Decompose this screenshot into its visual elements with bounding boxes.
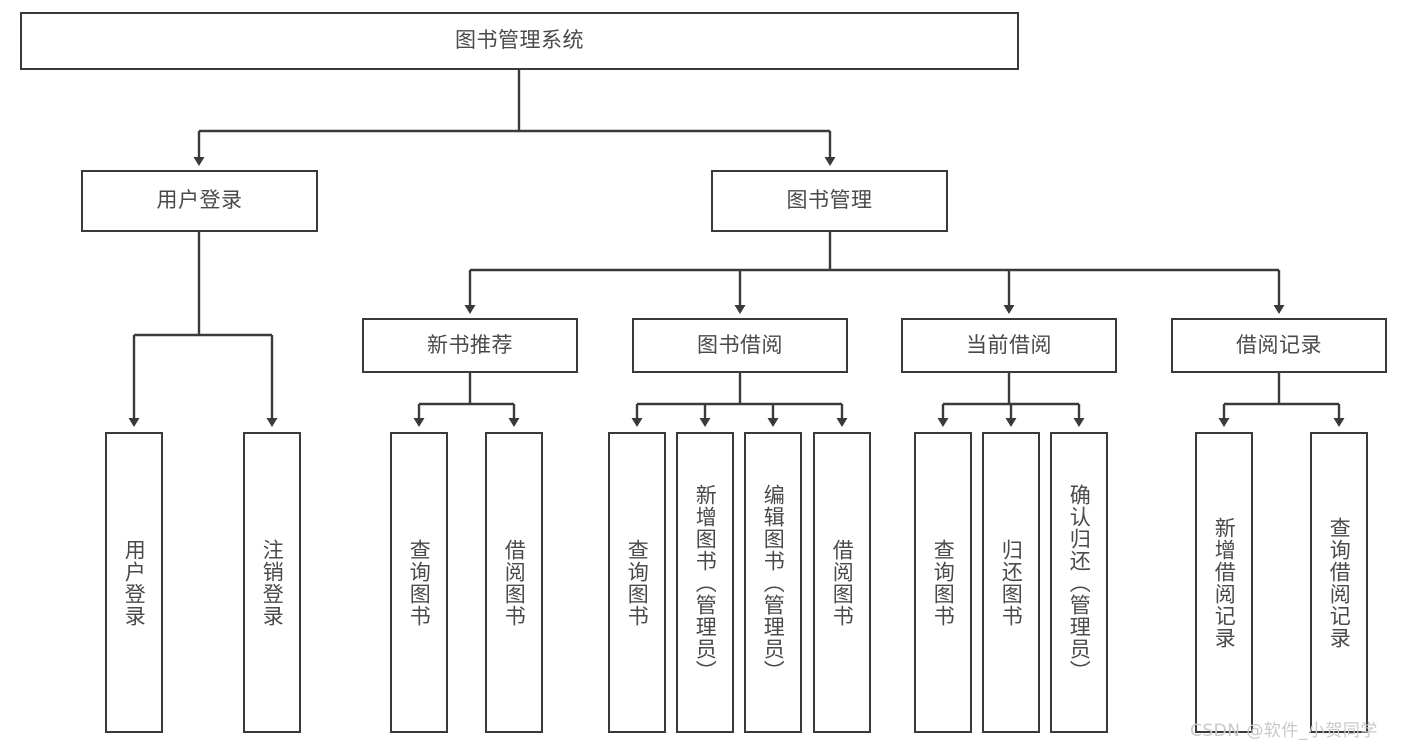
node-label: 归还图书 [999,538,1024,627]
leaf-user-login-login[interactable]: 用户登录 [105,432,163,733]
leaf-current-return-book[interactable]: 归还图书 [982,432,1040,733]
leaf-record-query[interactable]: 查询借阅记录 [1310,432,1368,733]
node-borrow-record[interactable]: 借阅记录 [1171,318,1387,373]
watermark: CSDN @软件_小贺同学 [1190,721,1378,741]
node-label: 借阅图书 [502,538,527,627]
node-current-borrow[interactable]: 当前借阅 [901,318,1117,373]
node-label: 当前借阅 [966,332,1052,357]
node-label: 编辑图书（管理员） [761,483,786,682]
node-label: 注销登录 [260,538,285,627]
node-label: 查询图书 [625,538,650,627]
node-book-borrow[interactable]: 图书借阅 [632,318,848,373]
leaf-user-login-logout[interactable]: 注销登录 [243,432,301,733]
node-label: 新书推荐 [427,332,513,357]
leaf-borrow-edit-book[interactable]: 编辑图书（管理员） [744,432,802,733]
node-label: 查询图书 [407,538,432,627]
node-user-login[interactable]: 用户登录 [81,170,318,232]
node-label: 图书管理系统 [455,28,584,53]
leaf-borrow-query-book[interactable]: 查询图书 [608,432,666,733]
node-label: 查询借阅记录 [1327,516,1352,649]
leaf-borrow-borrow-book[interactable]: 借阅图书 [813,432,871,733]
leaf-current-confirm-return[interactable]: 确认归还（管理员） [1050,432,1108,733]
node-label: 查询图书 [931,538,956,627]
leaf-new-book-query[interactable]: 查询图书 [390,432,448,733]
node-book-management[interactable]: 图书管理 [711,170,948,232]
node-label: 新增图书（管理员） [693,483,718,682]
node-label: 用户登录 [156,188,243,213]
leaf-new-book-borrow[interactable]: 借阅图书 [485,432,543,733]
node-root-title[interactable]: 图书管理系统 [20,12,1019,70]
node-label: 新增借阅记录 [1212,516,1237,649]
leaf-record-add[interactable]: 新增借阅记录 [1195,432,1253,733]
node-new-book-recommend[interactable]: 新书推荐 [362,318,578,373]
node-label: 借阅记录 [1236,332,1322,357]
node-label: 图书借阅 [697,332,783,357]
node-label: 图书管理 [786,188,873,213]
node-label: 用户登录 [122,538,147,627]
node-label: 借阅图书 [830,538,855,627]
node-label: 确认归还（管理员） [1067,483,1092,682]
leaf-borrow-add-book[interactable]: 新增图书（管理员） [676,432,734,733]
leaf-current-query-book[interactable]: 查询图书 [914,432,972,733]
